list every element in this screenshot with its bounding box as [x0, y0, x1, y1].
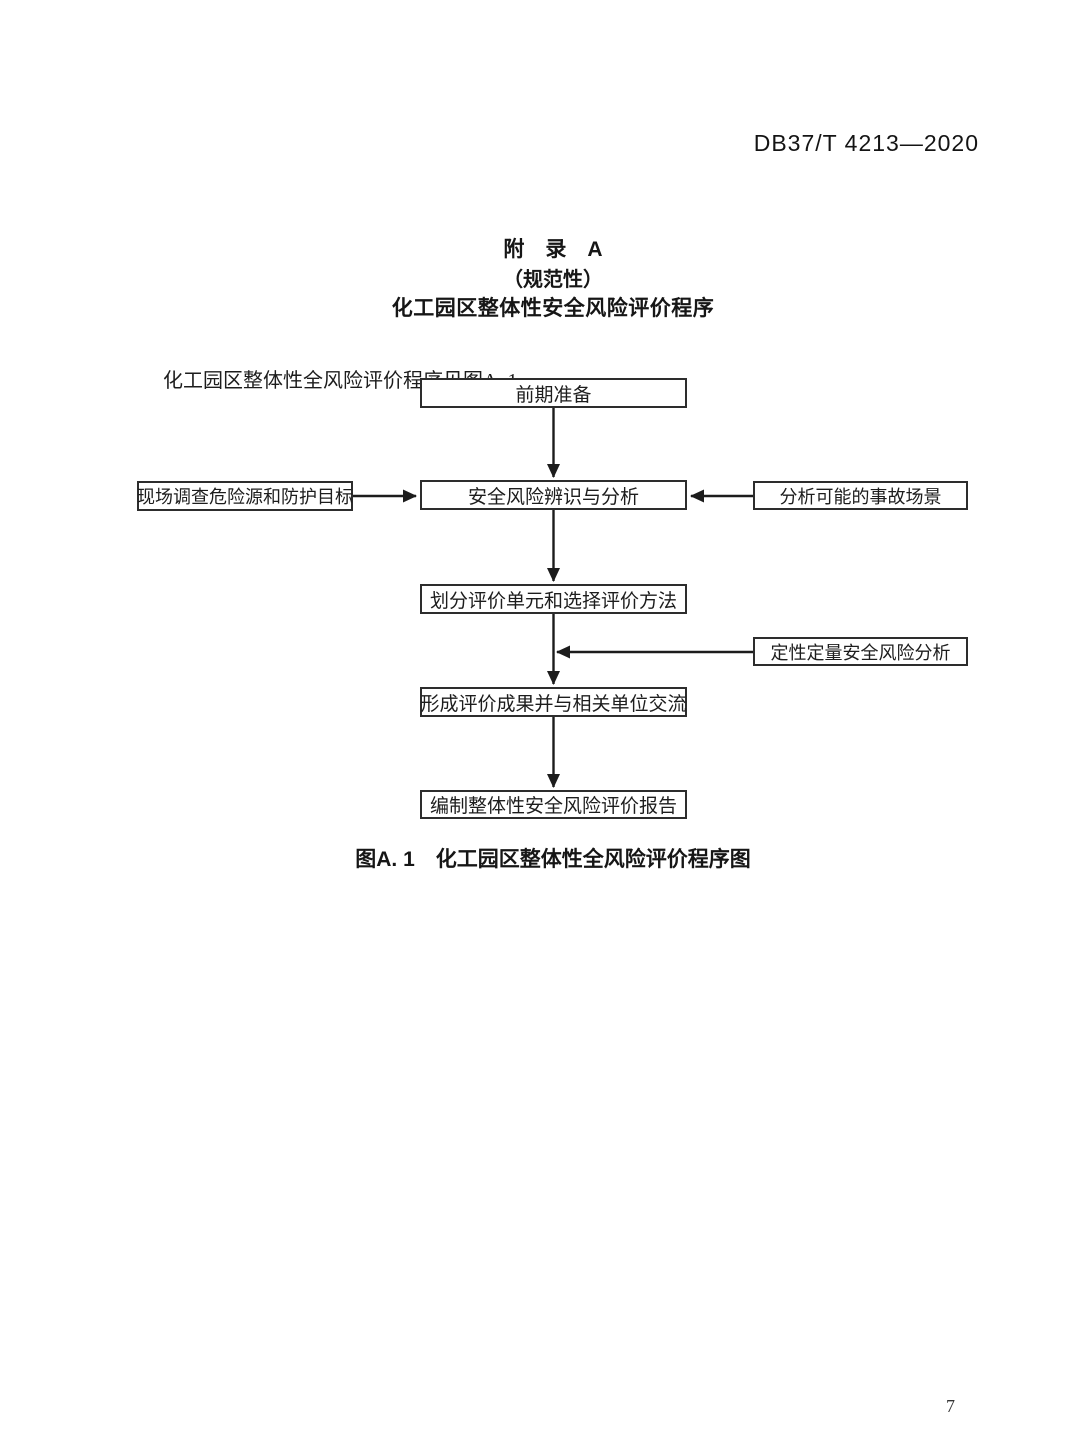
flowchart-figure: 前期准备 现场调查危险源和防护目标 安全风险辨识与分析 分析可能的事故场景 划分… [137, 378, 968, 819]
flow-node-accident-scenarios: 分析可能的事故场景 [753, 481, 968, 510]
flow-node-results-exchange: 形成评价成果并与相关单位交流 [420, 687, 687, 717]
page-number: 7 [946, 1396, 955, 1416]
flow-node-risk-identification: 安全风险辨识与分析 [420, 480, 687, 510]
standard-number-header: DB37/T 4213—2020 [753, 130, 979, 156]
appendix-heading: 化工园区整体性安全风险评价程序 [391, 297, 715, 320]
flow-node-report-compilation: 编制整体性安全风险评价报告 [420, 790, 687, 819]
flow-node-qualitative-quantitative-analysis: 定性定量安全风险分析 [753, 637, 968, 666]
appendix-normative-label: （规范性） [503, 269, 603, 291]
flow-node-site-survey: 现场调查危险源和防护目标 [137, 481, 353, 511]
appendix-title: 附 录 A [503, 238, 603, 261]
flow-node-unit-division: 划分评价单元和选择评价方法 [420, 584, 687, 614]
flow-node-preliminary-preparation: 前期准备 [420, 378, 687, 408]
flowchart-arrows [353, 408, 753, 788]
figure-caption: 图A. 1 化工园区整体性全风险评价程序图 [355, 848, 751, 871]
